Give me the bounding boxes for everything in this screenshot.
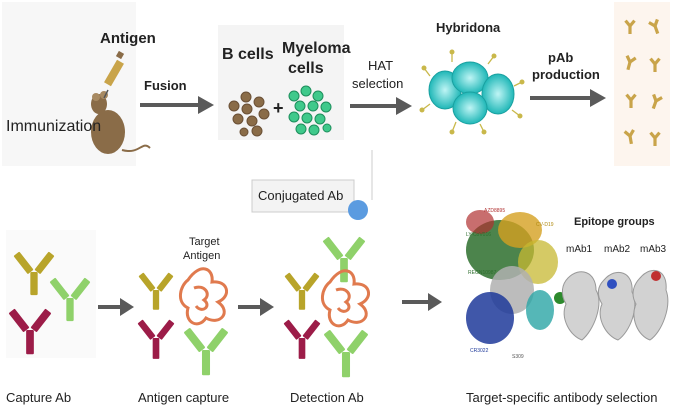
- arrow-bottom-2: [238, 298, 274, 316]
- det-ab-maroon: [283, 319, 321, 359]
- label-hybridona: Hybridona: [436, 20, 501, 35]
- capture-panel: [6, 230, 96, 358]
- arrow-hat: [350, 97, 412, 115]
- struct-label-cr3022: CR3022: [470, 348, 489, 354]
- label-target: Target: [189, 236, 220, 248]
- pab-panel: [614, 2, 670, 166]
- hybridoma-icon: [419, 49, 525, 135]
- label-myeloma: Myeloma: [282, 40, 351, 57]
- arrow-bottom-1: [98, 298, 134, 316]
- label-target-specific: Target-specific antibody selection: [466, 390, 658, 405]
- label-fusion: Fusion: [144, 78, 187, 93]
- protein-structure-icon: [466, 210, 566, 344]
- mouse-icon: [91, 91, 151, 154]
- myeloma-cells-icon: [288, 85, 332, 136]
- arrow-fusion: [140, 96, 214, 114]
- struct-label-ly-cov016: LY-CoV016: [466, 232, 492, 238]
- det-ab-yellow: [284, 272, 320, 310]
- label-cells: cells: [288, 60, 324, 77]
- label-mab1: mAb1: [566, 244, 593, 255]
- detection-ab-top: [322, 236, 366, 283]
- label-selection: selection: [352, 76, 404, 91]
- epitope-surface-mab3: [632, 269, 669, 341]
- struct-label-regn10987: REGN10987: [468, 270, 497, 276]
- label-detection-ab: Detection Ab: [290, 390, 364, 405]
- conjugate-bead-icon: [348, 200, 368, 220]
- label-pab: pAb: [548, 50, 574, 65]
- label-mab2: mAb2: [604, 244, 631, 255]
- label-b-cells: B cells: [222, 46, 274, 63]
- label-mab3: mAb3: [640, 244, 667, 255]
- det-ab-green: [323, 329, 369, 378]
- label-plus: +: [273, 98, 284, 118]
- ac-antigen-icon: [179, 267, 228, 326]
- label-hat: HAT: [368, 58, 394, 73]
- label-target-antigen: Antigen: [183, 250, 221, 262]
- syringe-icon: [103, 50, 125, 99]
- epitope-surface-mab1: [561, 271, 600, 341]
- label-production: production: [532, 67, 600, 82]
- struct-label-cv-d19: CV-D19: [536, 222, 554, 228]
- b-cells-icon: [228, 91, 270, 137]
- epitope-surface-mab2: [597, 271, 636, 341]
- label-conjugated-ab: Conjugated Ab: [258, 188, 344, 203]
- label-immunization: Immunization: [6, 118, 102, 135]
- ac-ab-green: [183, 327, 229, 376]
- det-antigen-icon: [321, 269, 370, 328]
- struct-label-azd8895: AZD8895: [484, 208, 506, 214]
- arrow-bottom-3: [402, 293, 442, 311]
- ac-ab-maroon: [137, 319, 175, 359]
- label-capture-ab: Capture Ab: [6, 390, 72, 405]
- struct-label-s309: S309: [512, 354, 524, 360]
- ac-ab-yellow: [138, 272, 174, 310]
- label-antigen: Antigen: [100, 30, 156, 47]
- label-antigen-capture: Antigen capture: [138, 390, 230, 405]
- conjugated-ab-box: [251, 179, 355, 213]
- label-epitope-groups: Epitope groups: [574, 216, 655, 228]
- arrow-pab: [530, 89, 606, 107]
